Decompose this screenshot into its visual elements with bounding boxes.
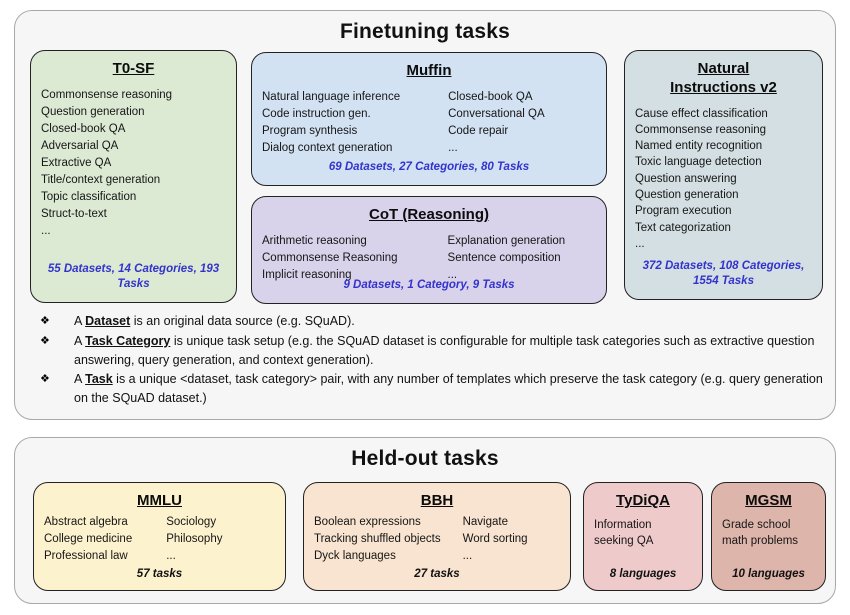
term-task-category: Task Category <box>85 333 171 348</box>
mmlu-stats: 57 tasks <box>136 568 183 580</box>
list-item: Abstract algebra <box>44 515 128 528</box>
bbh-stats: 27 tasks <box>414 568 460 580</box>
list-item: Tracking shuffled objects <box>314 532 441 545</box>
list-item: ... <box>448 141 458 154</box>
list-item: Sentence composition <box>447 251 561 264</box>
list-item: Text categorization <box>635 221 731 234</box>
t0sf-title: T0-SF <box>112 60 155 77</box>
list-item: Explanation generation <box>447 234 566 247</box>
diamond-bullet-icon: ❖ <box>40 373 50 386</box>
list-item: Adversarial QA <box>41 139 119 152</box>
list-item: Dyck languages <box>314 549 396 562</box>
list-item: Code repair <box>448 124 509 137</box>
mgsm-box: MGSM Grade school math problems 10 langu… <box>711 482 826 591</box>
list-item: ... <box>447 268 458 281</box>
definition-task-category-text: A Task Category is unique task setup (e.… <box>74 333 815 367</box>
definition-dataset: ❖ A Dataset is an original data source (… <box>40 312 828 331</box>
tydiqa-description: Information seeking QA <box>594 518 654 547</box>
niv2-stats: 372 Datasets, 108 Categories, 1554 Tasks <box>642 259 805 288</box>
list-item: ... <box>462 549 473 562</box>
muffin-title: Muffin <box>406 62 452 79</box>
definition-task-text: A Task is a unique <dataset, task catego… <box>74 372 823 405</box>
list-item: Commonsense reasoning <box>41 88 173 101</box>
list-item: ... <box>635 238 645 251</box>
bbh-title: BBH <box>420 492 454 509</box>
mgsm-description: Grade school math problems <box>722 518 799 547</box>
list-item: Boolean expressions <box>314 515 421 528</box>
list-item: Conversational QA <box>448 107 545 120</box>
list-item: Extractive QA <box>41 156 112 169</box>
term-task: Task <box>85 372 113 387</box>
list-item: Code instruction gen. <box>262 107 371 120</box>
cot-stats: 9 Datasets, 1 Category, 9 Tasks <box>343 279 515 292</box>
mgsm-title: MGSM <box>745 492 792 509</box>
tydiqa-stats: 8 languages <box>609 568 677 580</box>
cot-title: CoT (Reasoning) <box>369 206 489 223</box>
list-item: Named entity recognition <box>635 140 763 153</box>
tydiqa-title: TyDiQA <box>616 492 670 509</box>
list-item: Toxic language detection <box>635 156 762 169</box>
term-dataset: Dataset <box>85 314 131 328</box>
list-item: Struct-to-text <box>41 207 107 220</box>
list-item: Question generation <box>41 105 145 118</box>
finetuning-title: Finetuning tasks <box>339 20 511 43</box>
definition-dataset-text: A Dataset is an original data source (e.… <box>74 314 355 328</box>
list-item: Arithmetic reasoning <box>262 234 367 247</box>
list-item: Topic classification <box>41 190 137 203</box>
list-item: Closed-book QA <box>448 90 533 103</box>
diamond-bullet-icon: ❖ <box>40 334 50 347</box>
list-item: ... <box>166 549 176 562</box>
list-item: Question generation <box>635 189 739 202</box>
diamond-bullet-icon: ❖ <box>40 315 50 327</box>
list-item: Word sorting <box>462 532 528 545</box>
definitions-list: ❖ A Dataset is an original data source (… <box>40 312 828 409</box>
list-item: Professional law <box>44 549 128 562</box>
list-item: Commonsense Reasoning <box>262 251 398 264</box>
list-item: Program execution <box>635 205 732 218</box>
list-item: Question answering <box>635 172 737 185</box>
list-item: Natural language inference <box>262 90 401 103</box>
list-item: College medicine <box>44 532 133 545</box>
niv2-title: Natural Instructions v2 <box>670 60 777 96</box>
list-item: Commonsense reasoning <box>635 123 767 136</box>
list-item: Program synthesis <box>262 124 358 137</box>
tydiqa-box: TyDiQA Information seeking QA 8 language… <box>583 482 703 591</box>
list-item: Closed-book QA <box>41 122 126 135</box>
list-item: Title/context generation <box>41 173 161 186</box>
t0sf-stats: 55 Datasets, 14 Categories, 193 Tasks <box>47 262 220 291</box>
heldout-title: Held-out tasks <box>351 447 499 470</box>
list-item: Sociology <box>166 515 217 528</box>
definition-task: ❖ A Task is a unique <dataset, task cate… <box>40 370 828 408</box>
definition-task-category: ❖ A Task Category is unique task setup (… <box>40 332 828 370</box>
list-item: Dialog context generation <box>262 141 393 154</box>
muffin-items-col2: Closed-book QA Conversational QA Code repa… <box>448 89 545 157</box>
list-item: Philosophy <box>166 532 223 545</box>
mgsm-stats: 10 languages <box>732 568 805 580</box>
muffin-stats: 69 Datasets, 27 Categories, 80 Tasks <box>328 161 530 174</box>
mmlu-title: MMLU <box>137 492 182 509</box>
list-item: Navigate <box>462 515 508 528</box>
list-item: Implicit reasoning <box>262 268 352 281</box>
list-item: ... <box>41 224 51 237</box>
niv2-box: Natural Instructions v2 Cause effect cla… <box>624 50 823 300</box>
list-item: Cause effect classification <box>635 107 768 120</box>
